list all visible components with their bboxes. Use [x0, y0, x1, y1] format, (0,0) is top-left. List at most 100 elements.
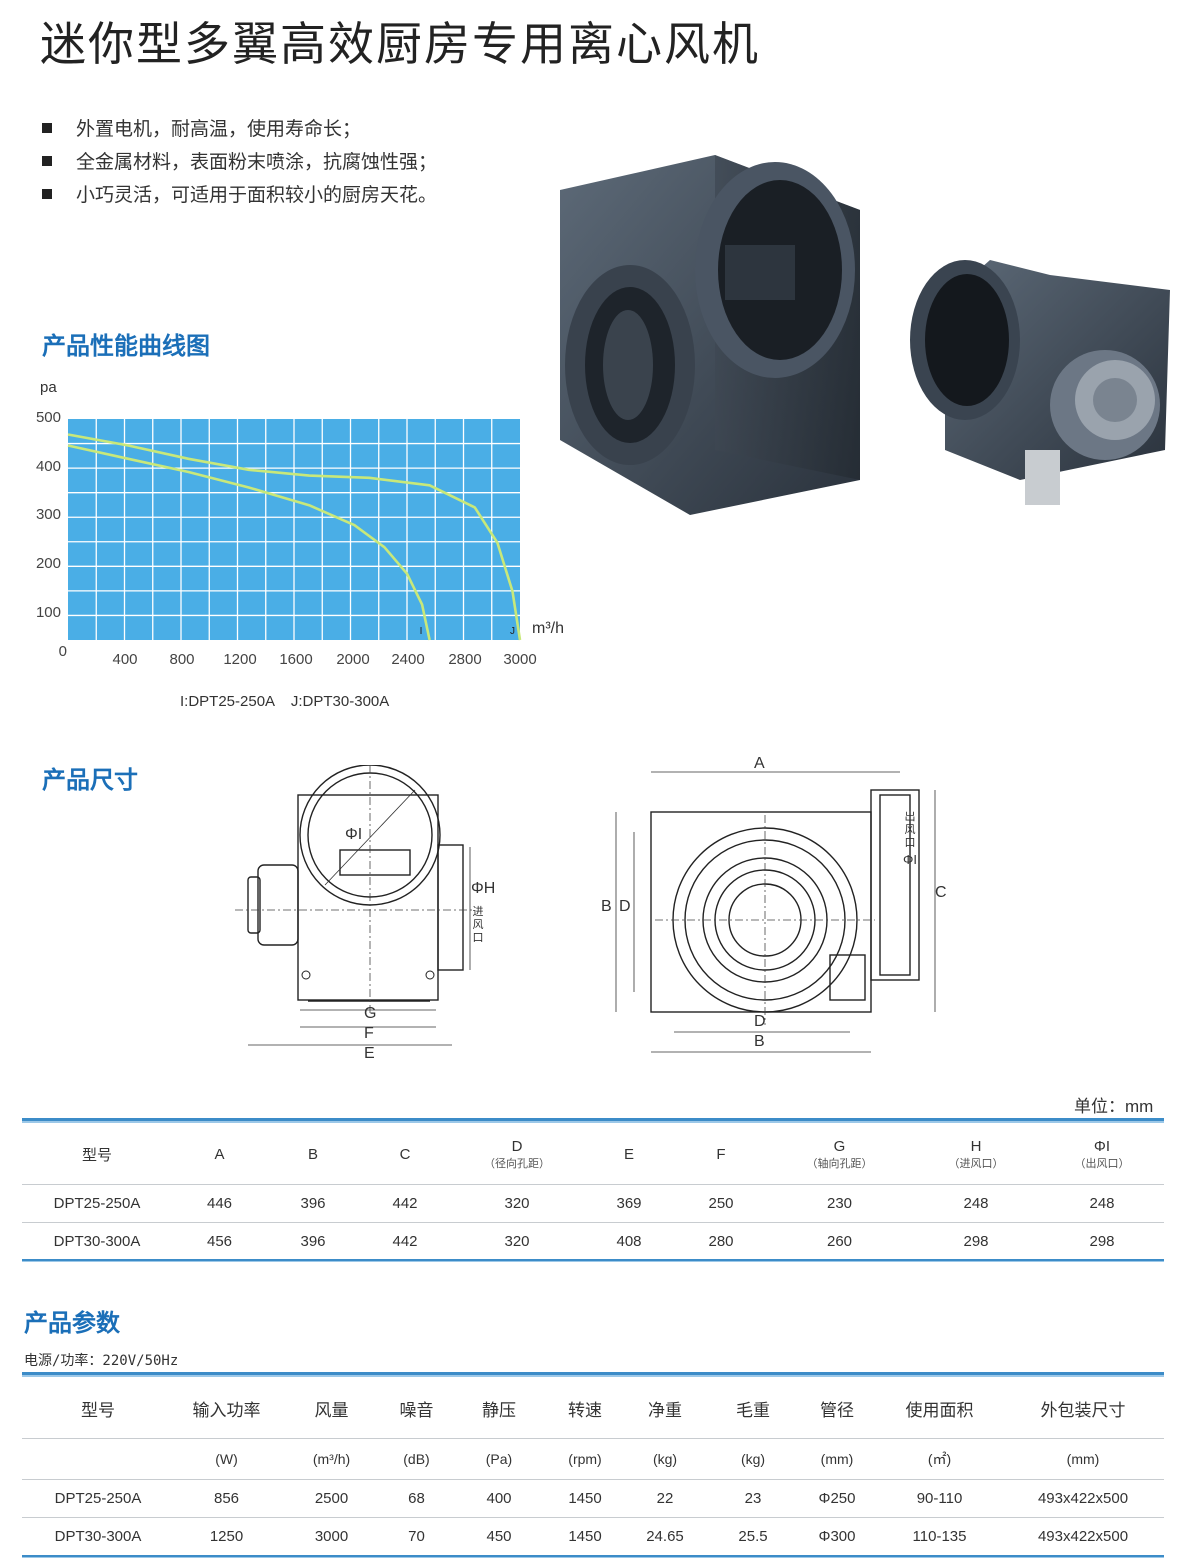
unit-cell: [22, 1439, 174, 1480]
header-cell: 输入功率: [174, 1378, 279, 1439]
table-bottom-rule: [22, 1259, 1164, 1262]
cell: 456: [172, 1222, 267, 1261]
header-cell: 净重: [621, 1378, 709, 1439]
cell: 280: [675, 1222, 767, 1261]
header-cell: 管径: [797, 1378, 877, 1439]
cell: 230: [767, 1184, 912, 1223]
cell: 90-110: [877, 1479, 1002, 1518]
cell: Φ300: [797, 1517, 877, 1555]
label-phi-h: ΦH: [471, 880, 496, 897]
cell: 400: [449, 1479, 549, 1518]
unit-cell: (Pa): [485, 1451, 513, 1467]
cell: 493x422x500: [1002, 1479, 1164, 1518]
cell: 408: [583, 1222, 675, 1261]
dimensions-table: 型号 A B C D（径向孔距） E F G（轴向孔距） H（进风口） ΦI（出…: [22, 1124, 1164, 1261]
bullet-icon: [42, 188, 52, 199]
label-b-side: B: [601, 898, 612, 915]
label-d-bottom: D: [754, 1013, 766, 1030]
cell: 442: [359, 1222, 451, 1261]
x-tick-label: 2800: [448, 651, 482, 668]
unit-cell: (dB): [403, 1451, 430, 1467]
cell: 25.5: [709, 1517, 797, 1555]
cell: 22: [621, 1479, 709, 1518]
y-tick-label: 100: [35, 604, 61, 621]
header-cell: C: [399, 1145, 411, 1163]
x-tick-label: 1200: [223, 651, 257, 668]
cell: 23: [709, 1479, 797, 1518]
header-cell: 外包装尺寸: [1002, 1378, 1164, 1439]
product-photo: [560, 155, 1170, 515]
label-f: F: [364, 1025, 374, 1042]
cell: 450: [449, 1517, 549, 1555]
cell: Φ250: [797, 1479, 877, 1518]
header-cell: 使用面积: [877, 1378, 1002, 1439]
cell: 396: [267, 1222, 359, 1261]
unit-cell: (mm): [820, 1451, 854, 1467]
header-cell: F: [716, 1145, 726, 1163]
bullet-icon: [42, 122, 52, 133]
unit-cell: (kg): [740, 1451, 766, 1467]
cell: 110-135: [877, 1517, 1002, 1555]
header-cell: 型号: [81, 1146, 112, 1164]
x-tick-label: 2000: [336, 651, 370, 668]
y-tick-label: 300: [35, 506, 61, 523]
table-row: DPT30-300A 456 396 442 320 408 280 260 2…: [22, 1222, 1164, 1261]
cell: 298: [1040, 1222, 1164, 1261]
feature-item: 小巧灵活，可适用于面积较小的厨房天花。: [42, 180, 437, 207]
label-outlet: 出风口: [904, 810, 916, 849]
label-phi-i-right: ΦI: [903, 852, 917, 867]
unit-label: 单位：mm: [1074, 1097, 1154, 1116]
series-label-J: J: [510, 626, 515, 637]
units-row: (W) (m³/h) (dB) (Pa) (rpm) (kg) (kg) (mm…: [22, 1439, 1164, 1480]
cell: DPT30-300A: [22, 1222, 172, 1261]
cell: 369: [583, 1184, 675, 1223]
cell: 493x422x500: [1002, 1517, 1164, 1555]
header-cell: A: [214, 1145, 225, 1163]
unit-cell: (㎡): [927, 1451, 952, 1467]
cell: 68: [384, 1479, 449, 1518]
unit-cell: (mm): [1066, 1451, 1100, 1467]
header-cell: 毛重: [709, 1378, 797, 1439]
label-phi-i: ΦI: [345, 826, 363, 843]
series-label-I: I: [420, 626, 423, 637]
cell: 2500: [279, 1479, 384, 1518]
label-inlet: 进风口: [472, 905, 484, 944]
cell: DPT30-300A: [22, 1517, 174, 1555]
table-row: DPT25-250A 446 396 442 320 369 250 230 2…: [22, 1184, 1164, 1223]
header-cell: 噪音: [384, 1378, 449, 1439]
cell: 320: [451, 1222, 583, 1261]
cell: 1450: [549, 1517, 621, 1555]
label-d-side: D: [619, 898, 631, 915]
fan-large-image: [560, 155, 860, 515]
x-tick-label: 400: [112, 651, 138, 668]
cell: DPT25-250A: [22, 1479, 174, 1518]
y-tick-label: 200: [35, 555, 61, 572]
front-view-drawing: [615, 771, 936, 1053]
cell: 248: [1040, 1184, 1164, 1223]
header-cell: ΦI（出风口）: [1074, 1137, 1130, 1170]
y-tick-label: 500: [35, 409, 61, 426]
cell: 442: [359, 1184, 451, 1223]
table-row: DPT30-300A 1250 3000 70 450 1450 24.65 2…: [22, 1517, 1164, 1555]
series-line-I: [67, 444, 431, 641]
cell: 260: [767, 1222, 912, 1261]
cell: 396: [267, 1184, 359, 1223]
y-tick-label: 400: [35, 458, 61, 475]
table-row: DPT25-250A 856 2500 68 400 1450 22 23 Φ2…: [22, 1479, 1164, 1518]
section-title-performance: 产品性能曲线图: [42, 332, 210, 360]
header-cell: E: [623, 1145, 634, 1163]
cell: 250: [675, 1184, 767, 1223]
label-b-bottom: B: [754, 1033, 765, 1050]
bullet-icon: [42, 155, 52, 166]
label-a: A: [754, 755, 765, 772]
table-header-row: 型号 A B C D（径向孔距） E F G（轴向孔距） H（进风口） ΦI（出…: [22, 1124, 1164, 1185]
y-tick-label: 0: [58, 643, 67, 660]
feature-item: 全金属材料，表面粉末喷涂，抗腐蚀性强；: [42, 147, 437, 174]
x-axis-label: m³/h: [532, 620, 564, 637]
cell: 856: [174, 1479, 279, 1518]
fan-small-image: [910, 260, 1170, 505]
table-top-rule: [22, 1118, 1164, 1123]
section-title-dimensions: 产品尺寸: [42, 766, 138, 794]
side-view-drawing: [235, 765, 475, 1046]
